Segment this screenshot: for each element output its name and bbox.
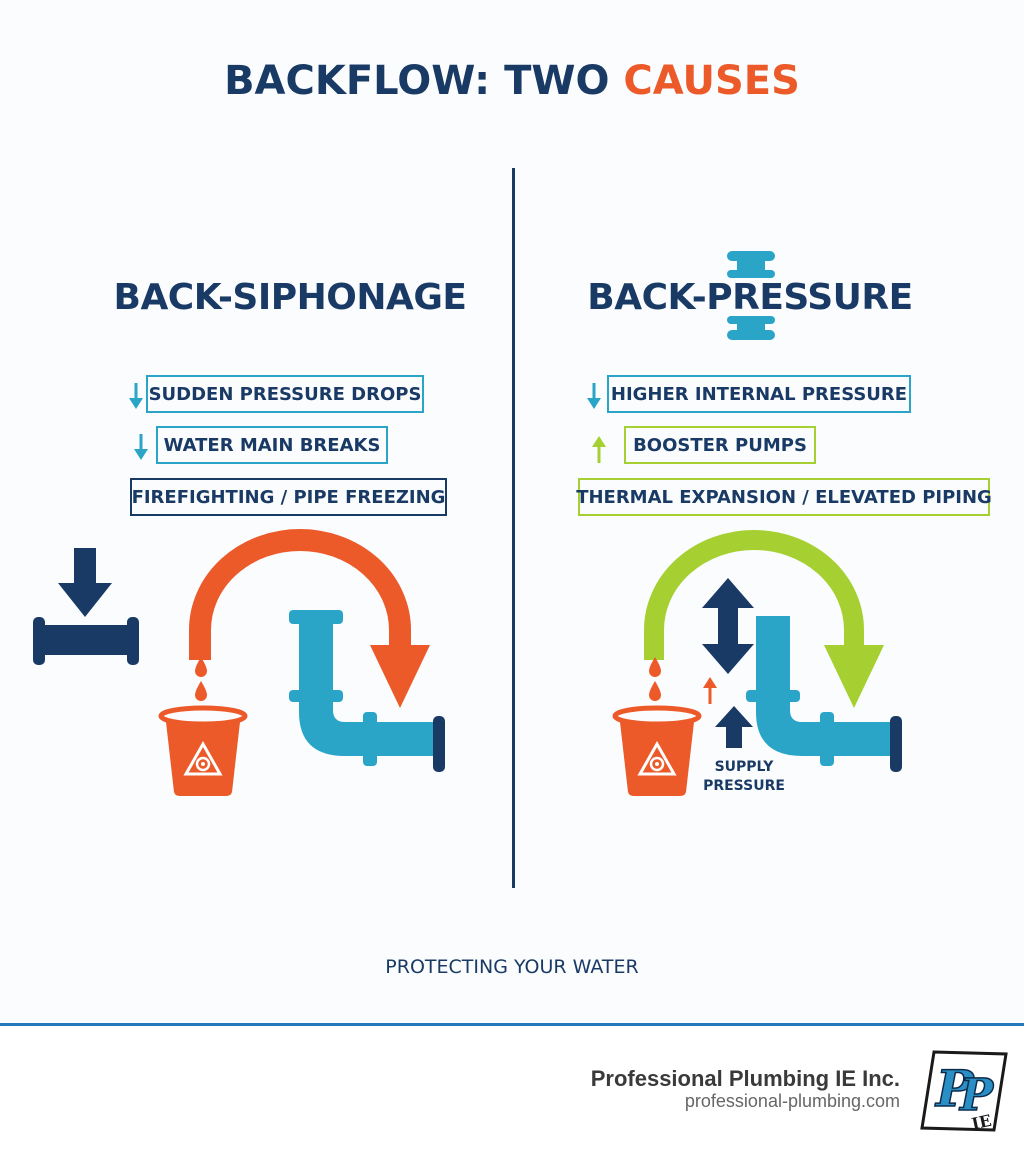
svg-text:IE: IE <box>970 1111 993 1134</box>
water-droplet-icon <box>195 657 207 701</box>
svg-text:P: P <box>958 1070 995 1121</box>
left-item-sudden-pressure-drops: SUDDEN PRESSURE DROPS <box>146 375 424 413</box>
svg-text:P: P <box>934 1059 975 1118</box>
column-divider <box>512 168 515 888</box>
arrow-down-icon <box>587 383 601 409</box>
title-part2: CAUSES <box>623 58 800 104</box>
right-item-higher-internal-pressure: HIGHER INTERNAL PRESSURE <box>607 375 911 413</box>
elbow-pipe-icon <box>746 616 902 772</box>
water-droplet-icon <box>649 657 661 701</box>
arrow-up-icon <box>592 436 606 463</box>
supply-arrow-up-icon <box>715 706 753 748</box>
back-siphonage-heading: BACK-SIPHONAGE <box>113 277 468 318</box>
supply-label-line1: SUPPLY <box>714 759 774 775</box>
company-website: professional-plumbing.com <box>684 1091 900 1111</box>
supply-pressure-label: SUPPLY PRESSURE <box>684 758 804 796</box>
pipe-fitting-icon <box>727 251 775 340</box>
biohazard-bucket-icon <box>612 705 702 796</box>
backpressure-flow-arrow-icon <box>644 530 884 708</box>
siphon-flow-arrow-icon <box>189 529 430 708</box>
footer <box>0 1026 1024 1154</box>
right-item-thermal-expansion-elevated-piping: THERMAL EXPANSION / ELEVATED PIPING <box>576 478 992 516</box>
right-item-booster-pumps: BOOSTER PUMPS <box>624 426 816 464</box>
page-title: BACKFLOW: TWO CAUSES <box>0 58 1024 104</box>
left-item-firefighting-pipe-freezing: FIREFIGHTING / PIPE FREEZING <box>130 478 447 516</box>
caption: PROTECTING YOUR WATER <box>385 956 639 978</box>
elbow-pipe-icon <box>289 610 445 772</box>
double-arrow-icon <box>702 578 754 674</box>
left-item-water-main-breaks: WATER MAIN BREAKS <box>156 426 388 464</box>
company-logo: P P IE <box>920 1050 1008 1134</box>
footer-rule <box>0 1023 1024 1026</box>
supply-label-line2: PRESSURE <box>703 778 785 794</box>
company-name: Professional Plumbing IE Inc. <box>590 1066 900 1091</box>
pipe-pressure-drop-icon <box>33 548 139 665</box>
biohazard-bucket-icon <box>158 705 248 796</box>
arrow-up-icon <box>703 677 717 704</box>
title-part1: BACKFLOW: TWO <box>224 58 624 104</box>
arrow-down-icon <box>129 383 143 409</box>
back-pressure-heading: BACK-PRESSURE <box>587 277 913 318</box>
arrow-down-icon <box>134 434 148 460</box>
